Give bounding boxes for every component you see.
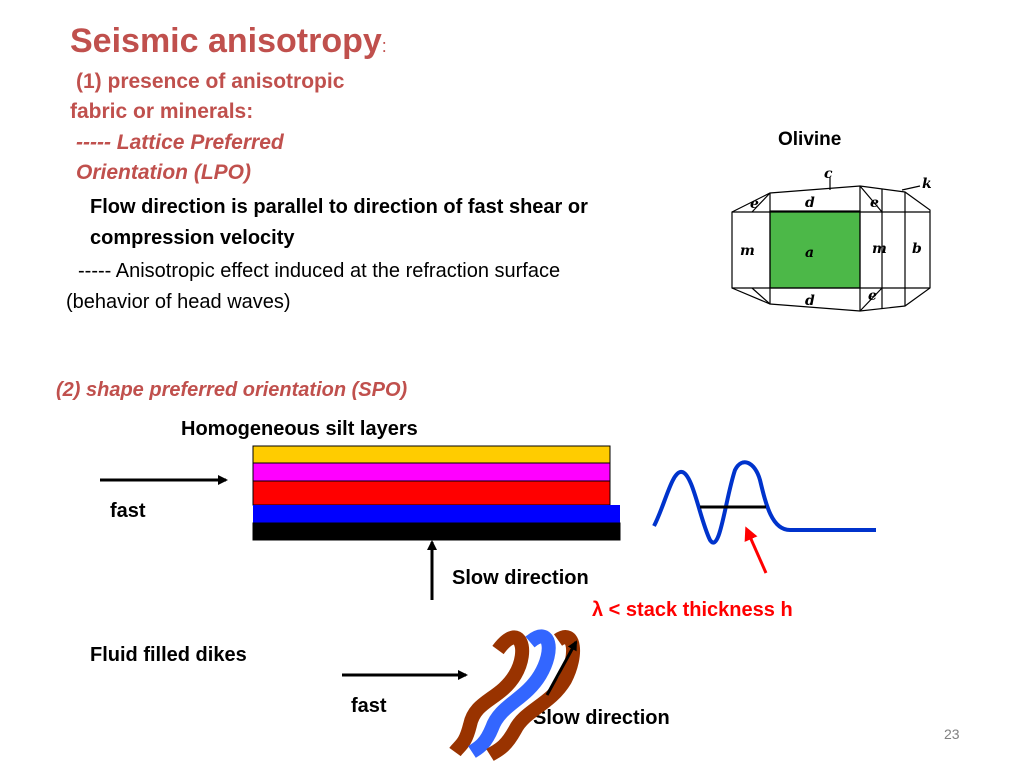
page-number: 23 (944, 726, 960, 742)
layer-magenta (252, 462, 611, 482)
lpo-line2: Orientation (LPO) (76, 161, 251, 184)
item1-line2: fabric or minerals: (70, 100, 254, 123)
fluid-dikes-diagram (449, 629, 581, 761)
refraction-line2: (behavior of head waves) (66, 291, 291, 313)
silt-layers-label: Homogeneous silt layers (181, 418, 418, 440)
face-label-b: b (912, 241, 922, 257)
face-label-d-bottom: d (805, 293, 815, 309)
slow-direction-label-dikes: Slow direction (533, 707, 670, 729)
silt-layers-diagram (252, 445, 621, 541)
slide-title: Seismic anisotropy: (70, 22, 387, 60)
olivine-crystal-diagram: Olivine c k e d e m a m b d (731, 129, 932, 312)
fluid-dikes-label: Fluid filled dikes (90, 644, 247, 666)
layer-yellow (252, 445, 611, 464)
layer-blue (253, 505, 620, 523)
face-label-c: c (824, 166, 833, 182)
dike-blue (468, 629, 556, 758)
olivine-title: Olivine (778, 129, 841, 150)
title-colon: : (381, 36, 387, 56)
face-label-d-top: d (805, 195, 815, 211)
fast-label-dikes: fast (351, 695, 387, 717)
face-label-e-top-right: e (870, 195, 879, 211)
layer-black (252, 522, 621, 541)
slow-arrow-dikes (545, 640, 578, 696)
face-label-a: a (805, 245, 814, 261)
lambda-arrow (744, 526, 768, 574)
refraction-line1: ----- Anisotropic effect induced at the … (78, 260, 561, 282)
lambda-label: λ < stack thickness h (592, 599, 793, 621)
flow-line1: Flow direction is parallel to direction … (90, 196, 588, 218)
crystal-face-a (769, 210, 861, 289)
wave-line (652, 460, 876, 545)
face-label-e-top-left: e (750, 196, 759, 212)
face-label-k: k (922, 176, 932, 192)
slow-direction-label-layers: Slow direction (452, 567, 589, 589)
face-label-e-bottom: e (868, 288, 877, 304)
face-label-m-left: m (740, 243, 755, 259)
layer-red (252, 480, 611, 506)
lpo-line1: ----- Lattice Preferred (76, 131, 284, 154)
spo-heading: (2) shape preferred orientation (SPO) (56, 379, 408, 401)
fast-label-layers: fast (110, 500, 146, 522)
dike-brown-left (449, 630, 530, 757)
item1-line1: (1) presence of anisotropic (76, 70, 345, 93)
waveform-diagram (652, 460, 876, 574)
face-label-m-right: m (872, 241, 887, 257)
flow-line2: compression velocity (90, 227, 295, 249)
